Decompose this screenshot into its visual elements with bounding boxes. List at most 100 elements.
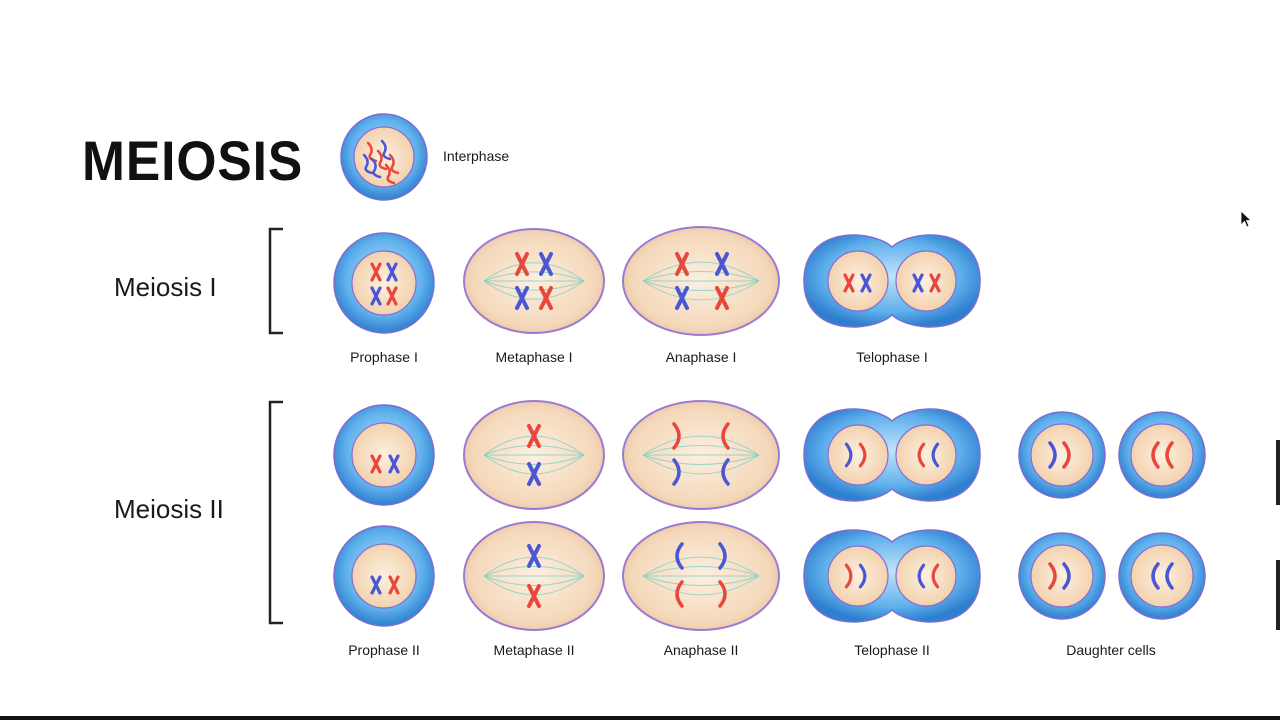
chromatin (388, 153, 400, 175)
chromosome (370, 262, 382, 282)
metaphase-2-cell-b (463, 521, 605, 631)
chromosome (912, 273, 924, 293)
chromatin (362, 153, 374, 175)
chromatin (384, 163, 396, 185)
spindle-fiber (483, 575, 585, 586)
chromatid (858, 563, 867, 589)
chromosome (929, 273, 941, 293)
chromatid (1151, 562, 1160, 590)
nucleus (1130, 423, 1194, 487)
chromatid (718, 542, 727, 570)
prophase-1-cell (333, 232, 435, 334)
anaphase-2-cell-a (622, 400, 780, 510)
spindle-fiber (483, 566, 585, 577)
nucleus (827, 424, 889, 486)
prophase-2-cell-a (333, 404, 435, 506)
chromosome (527, 424, 541, 448)
daughter-cell-1 (1018, 411, 1106, 499)
chromatin (376, 149, 388, 171)
metaphase-2-cell-a (463, 400, 605, 510)
chromosome (388, 454, 400, 474)
meiosis-2-bracket (268, 400, 283, 625)
chromosome (539, 252, 553, 276)
spindle-fiber (642, 575, 760, 596)
chromosome (370, 575, 382, 595)
spindle-fiber (642, 454, 760, 475)
chromatid (672, 458, 681, 486)
interphase-label: Interphase (443, 148, 510, 164)
chromosome (527, 584, 541, 608)
chromosome (370, 454, 382, 474)
chromosome (527, 462, 541, 486)
anaphase-2-cell-b (622, 521, 780, 631)
nucleus (895, 424, 957, 486)
metaphase-1-label: Metaphase I (495, 349, 573, 365)
nucleus (1130, 544, 1194, 608)
chromosome (675, 286, 689, 310)
spindle-fiber (483, 262, 585, 282)
spindle-fiber (483, 271, 585, 282)
spindle-fiber (642, 445, 760, 456)
anaphase-1-cell (622, 226, 780, 336)
chromatid (931, 442, 940, 468)
interphase-cell (340, 113, 428, 201)
metaphase-1-cell (463, 228, 605, 334)
spindle-fiber (483, 280, 585, 291)
anaphase-2-label: Anaphase II (663, 642, 739, 658)
nucleus (351, 422, 417, 488)
edge-mark (1276, 560, 1280, 630)
spindle-fiber (642, 566, 760, 577)
spindle-fiber (642, 435, 760, 456)
metaphase-2-label: Metaphase II (493, 642, 575, 658)
telophase-1-cell (803, 234, 981, 328)
meiosis-1-bracket (268, 227, 283, 335)
chromatid (1165, 562, 1174, 590)
chromatid (858, 442, 867, 468)
chromosome (860, 273, 872, 293)
spindle-fiber (642, 280, 760, 291)
chromatid (1048, 441, 1057, 469)
telophase-2-cell-a (803, 408, 981, 502)
chromatid (931, 563, 940, 589)
nucleus (1030, 423, 1094, 487)
chromatid (844, 563, 853, 589)
chromatid (1165, 441, 1174, 469)
meiosis-1-label: Meiosis I (114, 272, 217, 302)
chromosome (388, 575, 400, 595)
prophase-2-cell-b (333, 525, 435, 627)
chromatid (1151, 441, 1160, 469)
chromosome (527, 544, 541, 568)
nucleus (351, 543, 417, 609)
edge-mark (1276, 440, 1280, 505)
mouse-pointer-icon (1240, 210, 1253, 228)
chromosome (675, 252, 689, 276)
spindle-fiber (642, 454, 760, 465)
nucleus (827, 250, 889, 312)
spindle-fiber (642, 261, 760, 282)
chromosome (715, 252, 729, 276)
anaphase-1-label: Anaphase I (665, 349, 737, 365)
chromosome (386, 286, 398, 306)
chromosome (715, 286, 729, 310)
telophase-2-cell-b (803, 529, 981, 623)
diagram-title: MEIOSIS (82, 129, 304, 192)
daughter-cells-label: Daughter cells (1066, 642, 1156, 658)
chromosome (515, 252, 529, 276)
chromosome (386, 262, 398, 282)
spindle-fiber (483, 454, 585, 465)
prophase-1-label: Prophase I (350, 349, 418, 365)
chromatid (672, 422, 681, 450)
nucleus (895, 250, 957, 312)
chromosome (843, 273, 855, 293)
chromatin (380, 139, 392, 161)
spindle-fiber (642, 556, 760, 577)
chromatid (675, 542, 684, 570)
chromatid (844, 442, 853, 468)
chromatid (1048, 562, 1057, 590)
chromatid (917, 442, 926, 468)
spindle-fiber (642, 280, 760, 301)
spindle-fiber (483, 445, 585, 456)
